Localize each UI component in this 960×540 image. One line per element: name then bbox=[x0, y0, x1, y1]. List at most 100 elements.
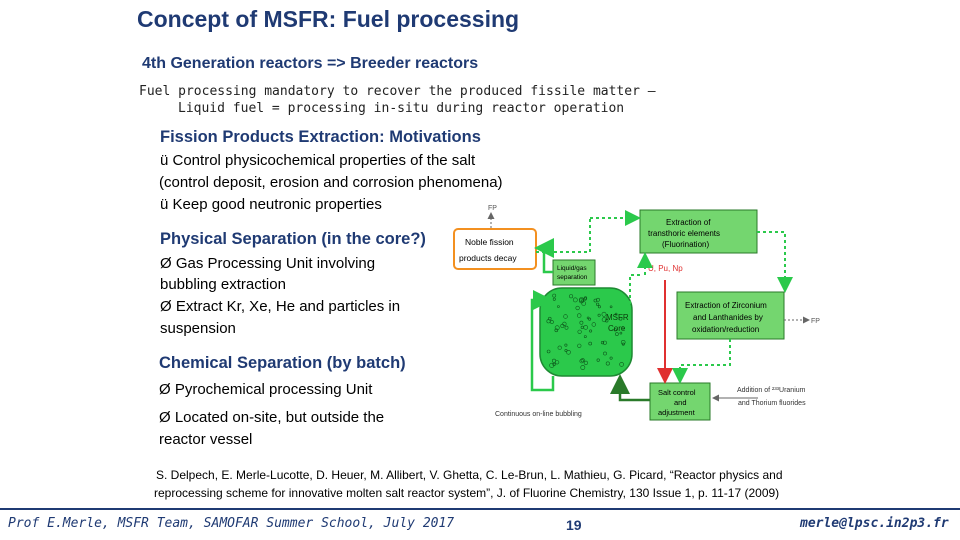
gas-separation-box bbox=[552, 259, 596, 286]
fuel-processing-diagram: FP Noble fission products decay Liquid/g… bbox=[453, 205, 820, 421]
bubble bbox=[597, 305, 601, 309]
intro-line-2: Liquid fuel = processing in-situ during … bbox=[178, 101, 625, 116]
reference-line-1: S. Delpech, E. Merle-Lucotte, D. Heuer, … bbox=[156, 468, 783, 482]
bubble bbox=[554, 328, 559, 333]
bubble bbox=[580, 325, 584, 329]
addition-label-2: and Thorium fluorides bbox=[738, 400, 806, 407]
physical-item-2: Ø Extract Kr, Xe, He and particles in bbox=[160, 298, 401, 315]
bubble bbox=[609, 305, 613, 309]
footer-rule bbox=[0, 508, 960, 510]
bubble bbox=[586, 316, 590, 320]
noble-fission-box bbox=[453, 228, 537, 270]
bubble bbox=[620, 340, 626, 345]
page-number: 19 bbox=[566, 517, 582, 533]
msfr-core bbox=[539, 287, 633, 377]
zr-label-3: oxidation/reduction bbox=[692, 325, 759, 334]
bubble bbox=[601, 311, 607, 317]
salt-label-1: Salt control bbox=[658, 388, 696, 397]
bubble bbox=[614, 312, 618, 316]
slide-subtitle: 4th Generation reactors => Breeder react… bbox=[142, 55, 479, 72]
slide-title: Concept of MSFR: Fuel processing bbox=[137, 6, 520, 32]
bubble bbox=[557, 345, 562, 350]
fp-top-label: FP bbox=[488, 205, 497, 212]
salt-control-box bbox=[649, 382, 711, 421]
zirconium-extraction-box bbox=[676, 291, 785, 340]
bubble bbox=[554, 325, 560, 331]
bubble bbox=[581, 301, 586, 306]
bubble bbox=[564, 343, 568, 347]
bubble bbox=[562, 321, 567, 326]
bubble bbox=[601, 317, 607, 323]
salt-label-3: adjustment bbox=[658, 408, 696, 417]
bubble bbox=[564, 325, 569, 330]
zr-label-2: and Lanthanides by bbox=[693, 313, 763, 322]
bubble bbox=[602, 340, 607, 345]
bubble bbox=[596, 358, 600, 362]
bubble bbox=[619, 362, 624, 367]
physical-item-1: Ø Gas Processing Unit involving bbox=[160, 255, 376, 272]
bubble bbox=[552, 362, 556, 366]
addition-label-1: Addition of ²³³Uranium bbox=[737, 387, 806, 394]
bubble bbox=[580, 365, 586, 370]
gas-to-noble-arrow bbox=[534, 238, 554, 274]
intro-line-1: Fuel processing mandatory to recover the… bbox=[139, 84, 656, 99]
bubble bbox=[591, 322, 597, 327]
bubble bbox=[557, 305, 560, 308]
extr-label-3: (Fluorination) bbox=[662, 240, 709, 249]
bubble bbox=[583, 360, 588, 365]
reference-line-2: reprocessing scheme for innovative molte… bbox=[154, 486, 780, 500]
bubble bbox=[575, 305, 580, 311]
bubble bbox=[566, 350, 571, 355]
bubble bbox=[583, 335, 587, 339]
bubble bbox=[593, 298, 598, 303]
salt-label-2: and bbox=[674, 398, 687, 407]
bubble bbox=[588, 341, 592, 346]
bubble bbox=[619, 331, 623, 335]
bubble bbox=[552, 297, 556, 301]
bubble bbox=[615, 332, 619, 336]
bubble bbox=[577, 329, 582, 334]
bubble bbox=[600, 341, 605, 345]
zirconium-to-salt-arrow bbox=[672, 339, 731, 384]
core-bubbles bbox=[546, 293, 626, 370]
noble-label-2: products decay bbox=[459, 253, 517, 263]
bubble bbox=[605, 318, 609, 323]
bubble bbox=[589, 329, 593, 333]
fluorination-to-zirconium-arrow bbox=[757, 231, 793, 293]
bubble bbox=[609, 356, 613, 360]
bubble bbox=[554, 360, 560, 365]
bubble bbox=[563, 314, 568, 319]
extr-label-1: Extraction of bbox=[666, 218, 711, 227]
noble-return-arrow bbox=[536, 218, 591, 253]
chemical-item-1: Ø Pyrochemical processing Unit bbox=[159, 381, 373, 398]
bubble bbox=[577, 343, 582, 348]
bubble bbox=[596, 302, 600, 306]
bubble bbox=[618, 316, 623, 321]
fp-right-label: FP bbox=[811, 318, 820, 325]
bubbling-loop-arrow bbox=[530, 290, 555, 392]
bubble bbox=[572, 297, 578, 303]
fission-item-1-cont: (control deposit, erosion and corrosion … bbox=[159, 174, 503, 191]
chemical-item-2-cont: reactor vessel bbox=[159, 431, 253, 448]
extr-label-2: transthoric elements bbox=[648, 229, 720, 238]
fission-item-2: ü Keep good neutronic properties bbox=[160, 196, 382, 213]
upunp-label: U, Pu, Np bbox=[648, 264, 683, 273]
bubble bbox=[621, 342, 625, 346]
bubble bbox=[613, 328, 617, 332]
noble-label-1: Noble fission bbox=[465, 237, 514, 247]
transthoric-extraction-box bbox=[639, 209, 758, 254]
bubbling-label: Continuous on-line bubbling bbox=[495, 411, 582, 418]
bubble bbox=[579, 358, 584, 364]
chemical-item-2: Ø Located on-site, but outside the bbox=[159, 409, 385, 426]
footer-email[interactable]: merle@lpsc.in2p3.fr bbox=[800, 516, 949, 531]
gas-label-2: separation bbox=[557, 274, 588, 281]
physical-item-1-cont: bubbling extraction bbox=[160, 276, 286, 293]
bubble bbox=[603, 351, 607, 356]
bubble bbox=[579, 320, 584, 325]
bubble bbox=[579, 297, 585, 303]
bubble bbox=[621, 326, 625, 330]
gas-label-1: Liquid/gas bbox=[557, 265, 587, 272]
bubble bbox=[550, 320, 554, 324]
fission-heading: Fission Products Extraction: Motivations bbox=[160, 128, 481, 146]
bubble bbox=[605, 361, 610, 366]
